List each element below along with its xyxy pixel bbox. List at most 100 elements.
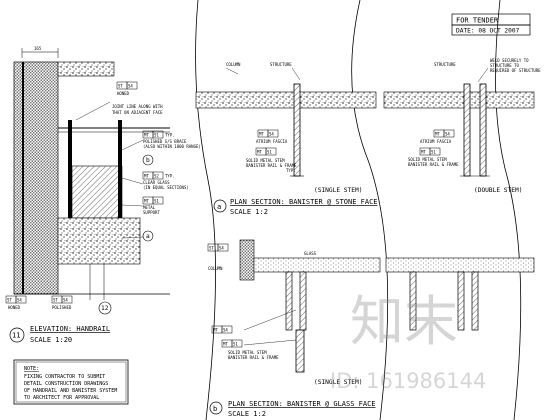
tag-s4-b2: S4 xyxy=(223,328,228,333)
note-polished: POLISHED S/S BRACE xyxy=(143,139,187,144)
label-solid-stem-b: SOLID METAL STEM xyxy=(228,350,267,355)
glass-stem xyxy=(409,271,417,331)
tag-mt-2: MT xyxy=(144,174,149,179)
glass-stem xyxy=(285,271,293,331)
section-a-letter: a xyxy=(217,203,221,211)
label-column-b: COLUMN xyxy=(208,266,223,271)
note-support: SUPPORT xyxy=(143,210,160,215)
tag-s4-a2: S4 xyxy=(445,132,450,137)
section-b-letter: b xyxy=(213,405,217,413)
note-box: NOTE: FIXING CONTRACTOR TO SUBMIT DETAIL… xyxy=(13,359,129,405)
note-honed-bottom: HONED xyxy=(8,305,21,310)
note-typ: TYP. xyxy=(165,133,175,138)
tag-mt-a: MT xyxy=(259,132,264,137)
label-single-stem: (SINGLE STEM) xyxy=(314,187,362,194)
tender-date: DATE: 08 OCT 2007 xyxy=(456,28,520,35)
tag-s1-a: S1 xyxy=(267,150,272,155)
break-lines xyxy=(195,0,522,420)
tag-mt-a4: MT xyxy=(421,150,426,155)
double-stem-left xyxy=(463,83,471,177)
note-honed: HONED xyxy=(117,91,130,96)
elevation-handrail-drawing: 165 ST S4 HONED JOINT LINE ALONG WITH xyxy=(5,46,201,344)
glass-stem xyxy=(471,271,479,331)
label-banister-2: BANISTER RAIL & FRAME xyxy=(408,162,459,167)
callout-a-elevation: a xyxy=(146,233,150,240)
label-atrium-fascia-2: ATRIUM FASCIA xyxy=(420,139,452,144)
note-clear-glass: CLEAR GLASS xyxy=(143,180,170,185)
callout-12: 12 xyxy=(101,305,109,312)
label-single-stem-b: (SINGLE STEM) xyxy=(314,379,362,386)
tag-s1-b: S1 xyxy=(233,342,238,347)
label-weld-2: STRUCTURE TO xyxy=(490,63,519,68)
section-b-scale: SCALE 1:2 xyxy=(228,410,266,418)
watermark-id: ID: 161986144 xyxy=(330,369,486,393)
glass-stem xyxy=(295,329,305,373)
note-typ-2: TYP. xyxy=(165,174,175,179)
tag-mt-a3: MT xyxy=(435,132,440,137)
glass-stem xyxy=(457,271,465,331)
note-line-4: TO ARCHITECT FOR APPROVAL xyxy=(24,395,99,401)
stone-wall xyxy=(13,61,59,295)
section-b-title: PLAN SECTION: BANISTER @ GLASS FACE xyxy=(228,400,376,408)
double-stem-right xyxy=(479,83,487,177)
label-structure-a2: STRUCTURE xyxy=(434,62,456,67)
note-title: NOTE: xyxy=(24,366,39,372)
tag-st-bottom: ST xyxy=(7,298,12,303)
tag-mt-a2: MT xyxy=(257,150,262,155)
note-joint: JOINT LINE ALONG WITH xyxy=(112,104,163,109)
note-polished-2: (ALSO WITHIN 1800 RANGE) xyxy=(143,144,201,149)
tag-mt-3: MT xyxy=(144,199,149,204)
tag-mt: MT xyxy=(144,133,149,138)
tender-header: FOR TENDER DATE: 08 OCT 2007 xyxy=(451,13,531,36)
tag-s2: S2 xyxy=(154,174,159,179)
label-double-stem: (DOUBLE STEM) xyxy=(474,187,522,194)
tag-s1: S1 xyxy=(154,133,159,138)
tag-st: ST xyxy=(118,84,123,89)
label-weld: WELD SECURELY TO xyxy=(490,58,529,63)
elevation-title: ELEVATION: HANDRAIL xyxy=(30,325,110,333)
tag-st-b: ST xyxy=(209,246,214,251)
label-glass-b: GLASS xyxy=(304,251,317,256)
label-banister-b: BANISTER RAIL & FRAME xyxy=(228,355,279,360)
label-column-a: COLUMN xyxy=(226,62,241,67)
note-equal: (IN EQUAL SECTIONS) xyxy=(143,185,189,190)
note-metal: METAL xyxy=(143,205,156,210)
note-line-2: DETAIL CONSTRUCTION DRAWINGS xyxy=(24,381,108,387)
handrail-post xyxy=(118,120,122,264)
tag-s4: S4 xyxy=(128,84,133,89)
glass-stem xyxy=(299,271,307,331)
tag-s4-a: S4 xyxy=(269,132,274,137)
handrail-post xyxy=(68,120,72,264)
elevation-dim-top: 165 xyxy=(34,46,42,51)
tag-s1-2: S1 xyxy=(154,199,159,204)
label-typ-a: TYP. xyxy=(286,168,296,173)
tag-s4-b: S4 xyxy=(219,246,224,251)
note-line-3: OF HANDRAIL AND BANISTER SYSTEM xyxy=(24,388,117,394)
elevation-scale: SCALE 1:20 xyxy=(30,336,72,344)
label-solid-stem: SOLID METAL STEM xyxy=(246,158,285,163)
watermark: 知末 ID: 161986144 xyxy=(330,290,486,393)
note-joint-2: THAT ON ADJACENT FACE xyxy=(112,110,163,115)
label-structure-a: STRUCTURE xyxy=(270,62,292,67)
label-weld-3: REQUIRED OF STRUCTURE xyxy=(490,68,541,73)
label-solid-stem-2: SOLID METAL STEM xyxy=(408,157,447,162)
tag-s1-a2: S1 xyxy=(431,150,436,155)
label-atrium-fascia: ATRIUM FASCIA xyxy=(256,139,288,144)
glass-panel xyxy=(71,165,123,219)
tag-st-bottom-2: ST xyxy=(53,298,58,303)
tag-s4-bottom: S4 xyxy=(17,298,22,303)
note-line-1: FIXING CONTRACTOR TO SUBMIT xyxy=(24,374,105,380)
tender-status: FOR TENDER xyxy=(456,17,499,25)
tag-mt-b2: MT xyxy=(223,342,228,347)
callout-b-elevation: b xyxy=(146,157,150,164)
elevation-number: 11 xyxy=(12,332,20,340)
plan-section-stone-face: COLUMN STRUCTURE STRUCTURE WELD SECURELY… xyxy=(195,58,541,216)
tag-s4-bottom-2: S4 xyxy=(63,298,68,303)
section-a-title: PLAN SECTION: BANISTER @ STONE FACE xyxy=(230,198,378,206)
section-a-scale: SCALE 1:2 xyxy=(230,208,268,216)
note-polished-bottom: POLISHED xyxy=(52,305,72,310)
plan-section-glass-face: ST S4 COLUMN GLASS MT S4 MT S1 SOLID MET… xyxy=(207,239,535,418)
label-banister: BANISTER RAIL & FRAME xyxy=(246,163,297,168)
watermark-glyph: 知末 xyxy=(350,290,458,353)
